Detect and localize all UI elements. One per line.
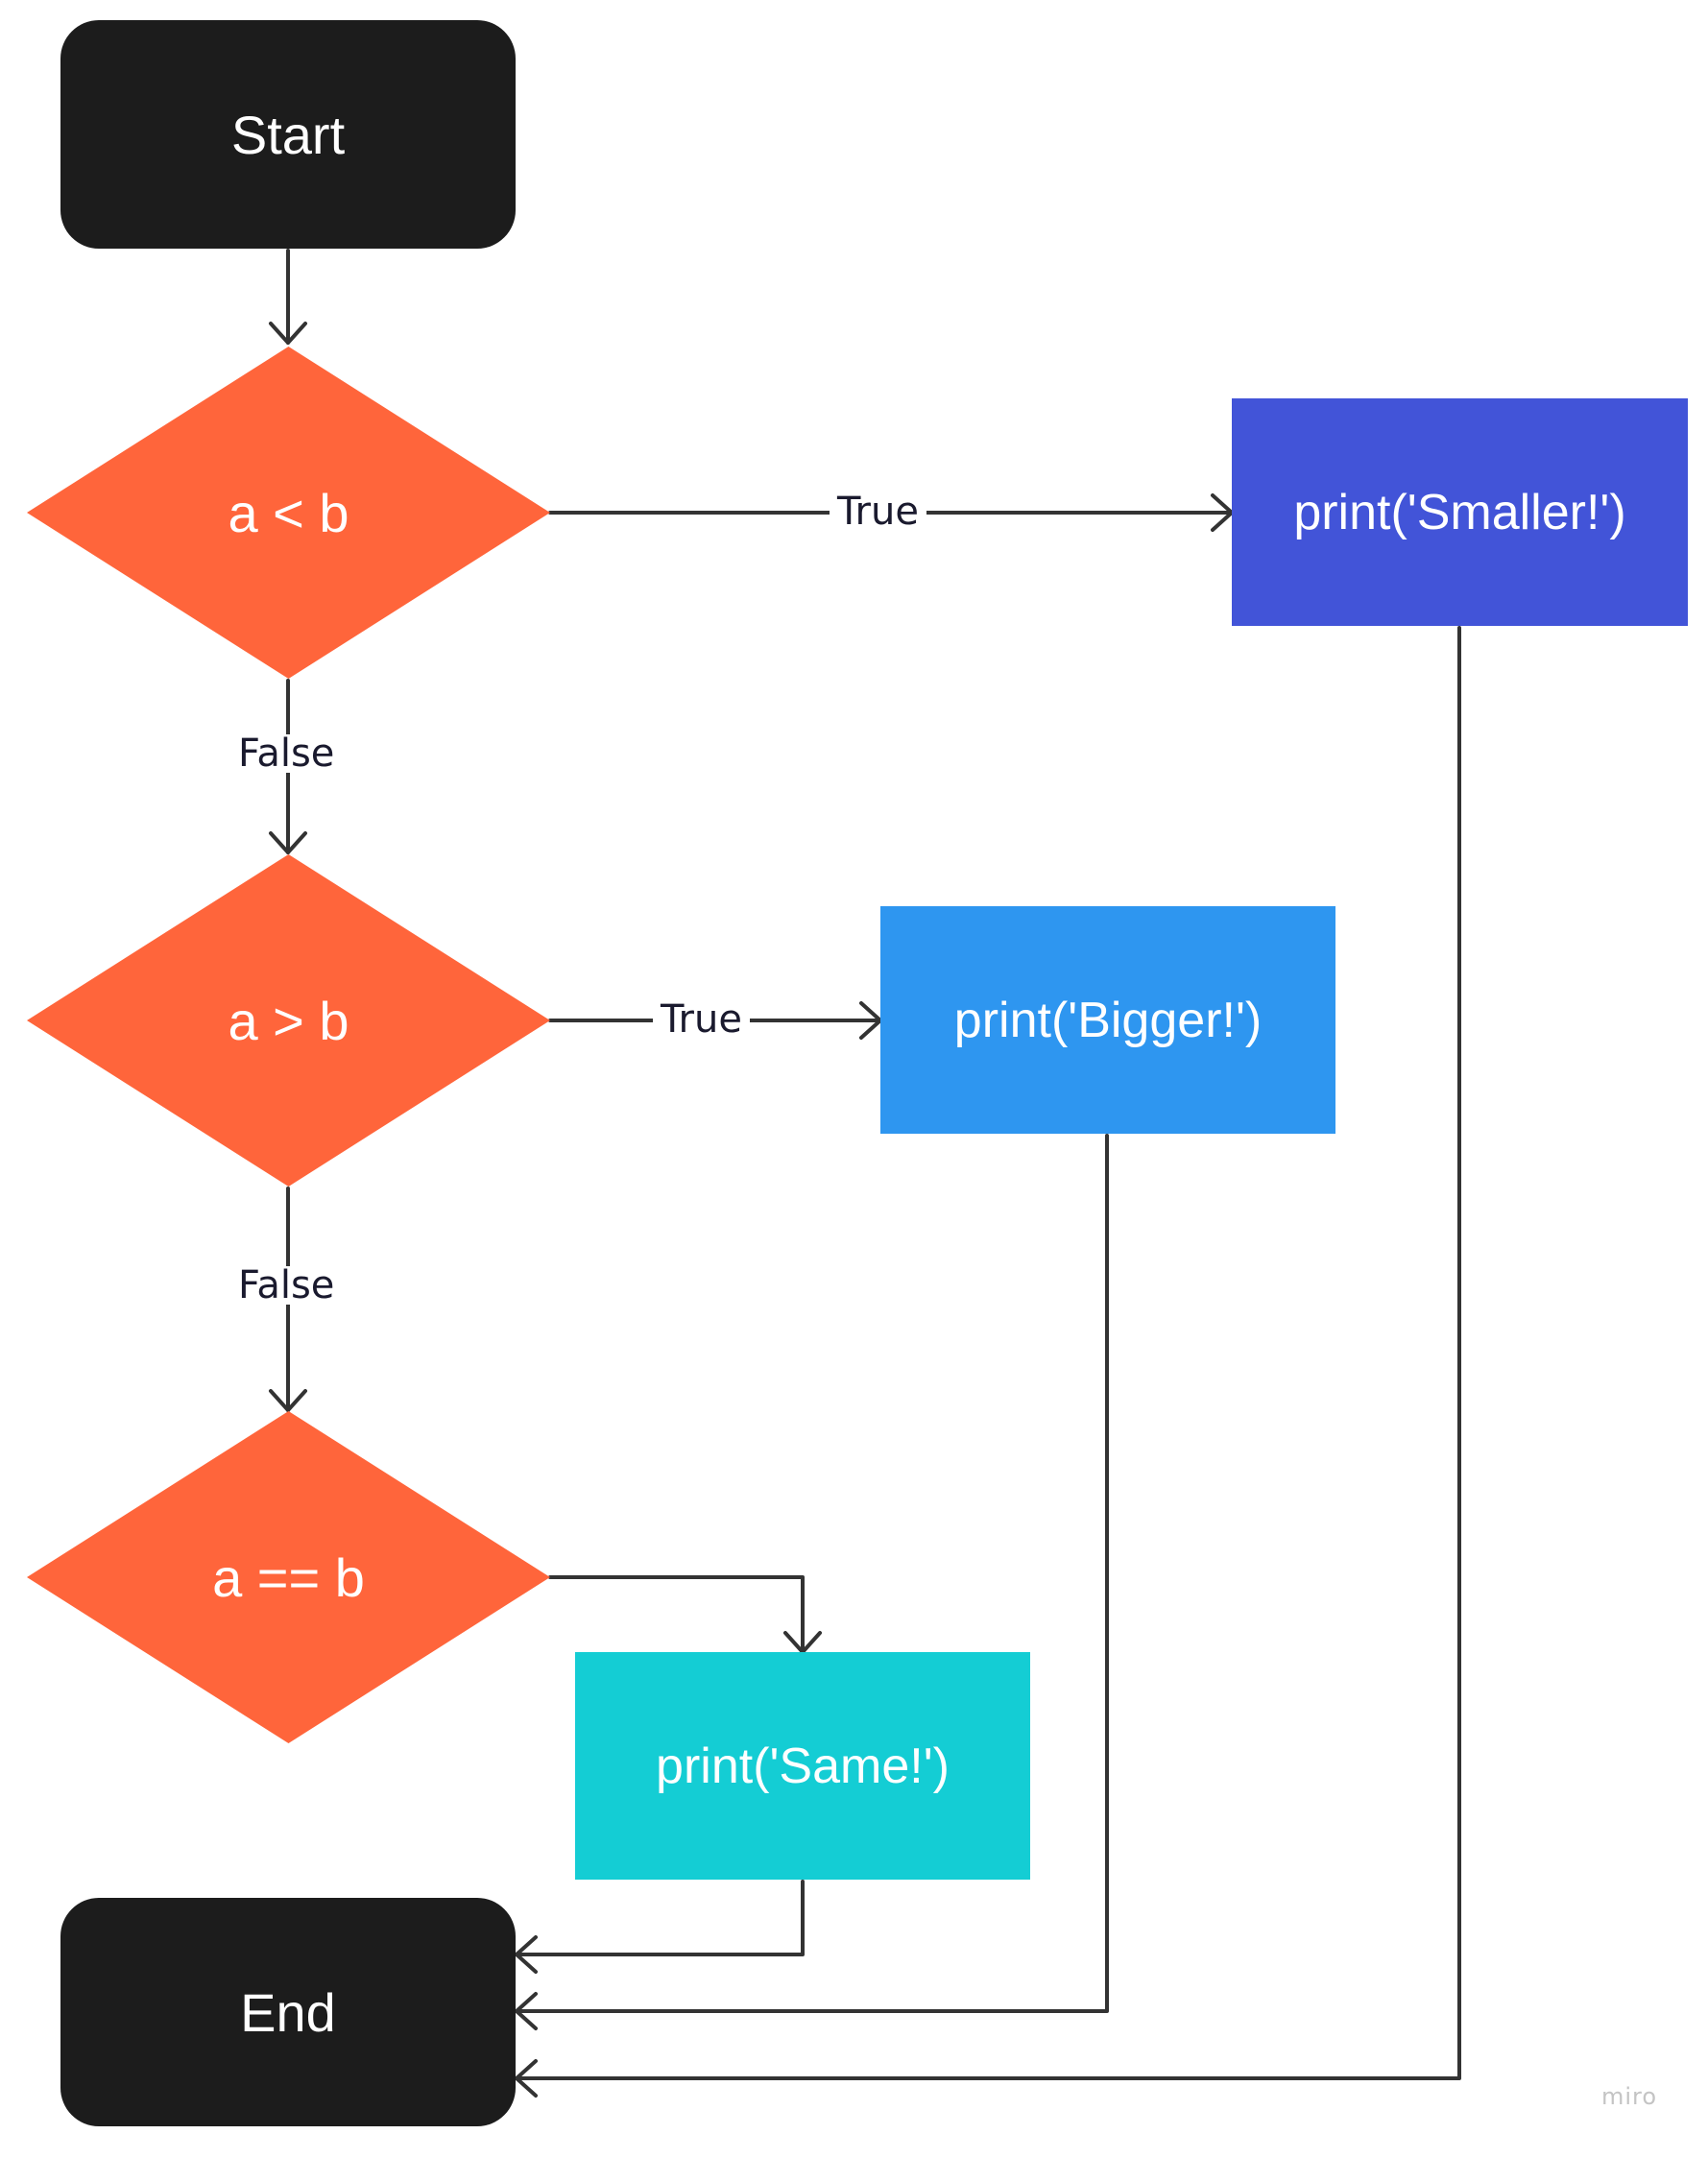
decision-less-than[interactable]: a < b (27, 347, 550, 679)
decision-equal[interactable]: a == b (27, 1411, 550, 1743)
miro-watermark: miro (1601, 2083, 1658, 2110)
edge-label-greater-false: False (230, 1266, 343, 1305)
arrowhead-icon (515, 1992, 538, 2030)
connector-equal-to-same (548, 1575, 805, 1654)
decision-greater-than-label: a > b (228, 990, 349, 1051)
end-terminal[interactable]: End (60, 1898, 516, 2126)
arrowhead-icon (269, 322, 307, 345)
print-smaller-box[interactable]: print('Smaller!') (1232, 398, 1688, 626)
connector-smaller-to-end (515, 626, 1461, 2080)
connector-bigger-to-end (515, 1134, 1109, 2013)
arrowhead-icon (269, 831, 307, 854)
diamond-shape (27, 854, 550, 1187)
print-bigger-label: print('Bigger!') (953, 992, 1263, 1048)
arrowhead-icon (515, 2059, 538, 2098)
print-same-label: print('Same!') (656, 1738, 950, 1794)
print-same-box[interactable]: print('Same!') (575, 1652, 1030, 1880)
diamond-shape (27, 347, 550, 679)
decision-equal-label: a == b (212, 1547, 365, 1608)
start-label: Start (230, 104, 346, 165)
arrowhead-icon (269, 1389, 307, 1412)
connector-same-to-end (515, 1880, 805, 1956)
start-terminal[interactable]: Start (60, 20, 516, 249)
print-bigger-box[interactable]: print('Bigger!') (880, 906, 1335, 1134)
decision-greater-than[interactable]: a > b (27, 854, 550, 1187)
edge-label-less-true: True (830, 492, 926, 531)
decision-less-than-label: a < b (228, 482, 349, 543)
edge-label-less-false: False (230, 734, 343, 773)
edge-label-greater-true: True (653, 1000, 750, 1039)
print-smaller-label: print('Smaller!') (1293, 484, 1626, 540)
end-label: End (240, 1981, 336, 2043)
arrowhead-icon (515, 1935, 538, 1974)
diamond-shape (27, 1411, 550, 1743)
